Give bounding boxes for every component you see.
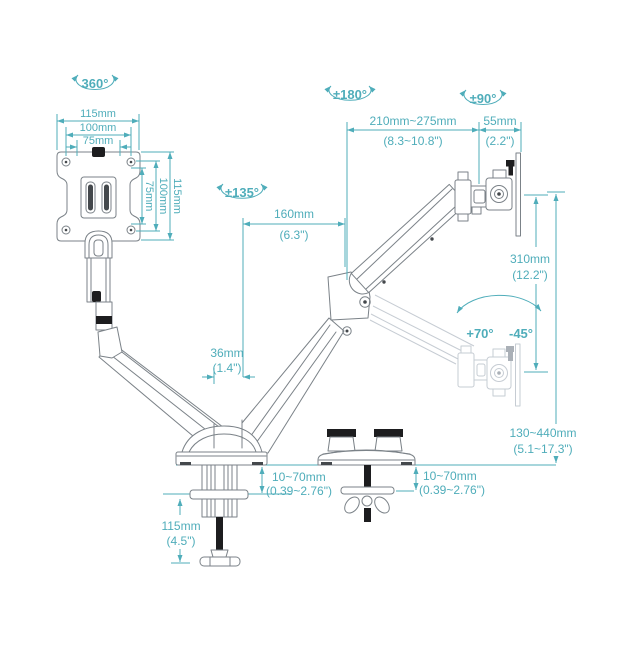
- head-pivot-label: ±90°: [470, 91, 497, 106]
- vertical-range-mm-label: 310mm: [510, 252, 550, 266]
- rotation-arcs: [71, 74, 542, 314]
- vesa-height-inner-label: 75mm: [143, 181, 155, 212]
- clamp-height-in-label: (4.5"): [167, 534, 196, 548]
- rotation-arc-135: [216, 183, 268, 199]
- vesa-center-square: [80, 176, 117, 219]
- clamp-pad: [189, 489, 249, 500]
- tilt-down-label: -45°: [509, 326, 533, 341]
- tilt-arc: [456, 294, 542, 314]
- grommet-rod: [364, 465, 371, 487]
- elbow-joint: [327, 271, 371, 321]
- left-lower-arm: [97, 326, 241, 453]
- left-elbow: [97, 326, 123, 359]
- rear-arm-in-label: (6.3"): [280, 228, 309, 242]
- head-depth-mm-label: 55mm: [483, 114, 516, 128]
- clamp-knob: [199, 556, 241, 567]
- extension-in-label: (8.3~10.8"): [383, 134, 442, 148]
- rotation-arc-180: [324, 85, 376, 101]
- grommet-thickness-mm-label: 10~70mm: [423, 469, 477, 483]
- ghost-arm-lowered-position: [369, 294, 521, 407]
- height-range-in-label: (5.1~17.3"): [513, 442, 572, 456]
- height-range-mm-label: 130~440mm: [509, 426, 576, 440]
- tilt-up-label: +70°: [466, 326, 493, 341]
- clamp-height-mm-label: 115mm: [161, 519, 200, 533]
- pole-width-in-label: (1.4"): [213, 361, 242, 375]
- vesa-width-inner-label: 75mm: [83, 135, 114, 147]
- arm-rotation-label: ±135°: [225, 185, 259, 200]
- front-view-arm: [84, 230, 113, 331]
- vesa-width-outer-label: 115mm: [80, 108, 116, 120]
- extension-mm-label: 210mm~275mm: [369, 114, 456, 128]
- arm-head-assembly: [454, 152, 521, 237]
- grommet-thickness-in-label: (0.39~2.76"): [419, 483, 485, 497]
- vesa-height-mid-label: 100mm: [157, 178, 169, 215]
- head-depth-in-label: (2.2"): [486, 134, 515, 148]
- monitor-plate-side-view: [515, 152, 521, 237]
- pole-width-mm-label: 36mm: [210, 346, 243, 360]
- grommet-washer: [340, 486, 395, 495]
- quick-release-tab: [92, 147, 105, 157]
- grommet-mount-base: [317, 429, 416, 522]
- rotation-arc-90: [459, 89, 507, 105]
- gas-spring-arm-side-view: [327, 183, 468, 336]
- clamp-screw-rod: [216, 517, 223, 550]
- vesa-plate-front-view: [56, 147, 141, 242]
- dimension-lines: [56, 114, 565, 564]
- vesa-height-outer-label: 115mm: [171, 178, 183, 214]
- vertical-range-in-label: (12.2"): [512, 268, 548, 282]
- dimension-labels: 360° 115mm 100mm 75mm 75mm 100mm 115mm ±…: [80, 76, 577, 548]
- rotation-arc-360: [71, 74, 119, 90]
- wing-nut: [361, 495, 373, 507]
- rear-arm-mm-label: 160mm: [274, 207, 314, 221]
- vesa-rotation-label: 360°: [82, 76, 109, 91]
- swivel-label: ±180°: [333, 87, 367, 102]
- desk-clamp-base: [175, 419, 268, 567]
- clamp-thickness-in-label: (0.39~2.76"): [266, 484, 332, 498]
- vesa-width-mid-label: 100mm: [80, 122, 117, 134]
- right-lower-arm: [241, 317, 345, 454]
- clamp-thickness-mm-label: 10~70mm: [272, 470, 326, 484]
